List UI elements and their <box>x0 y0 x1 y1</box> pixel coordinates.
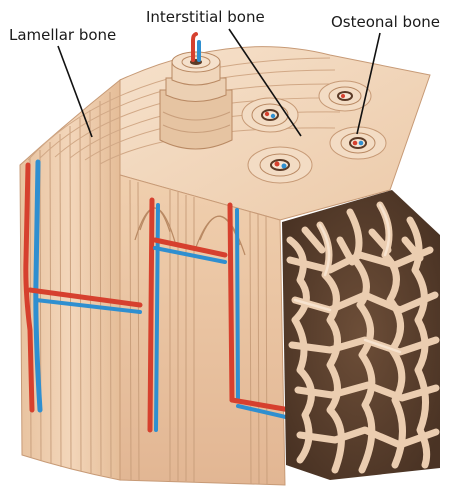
label-lamellar-bone: Lamellar bone <box>9 26 116 44</box>
osteon-top-1 <box>242 98 298 132</box>
front-face <box>120 175 285 485</box>
label-interstitial-bone: Interstitial bone <box>146 8 265 26</box>
label-osteonal-bone: Osteonal bone <box>331 13 440 31</box>
osteon-top-2 <box>248 147 312 183</box>
